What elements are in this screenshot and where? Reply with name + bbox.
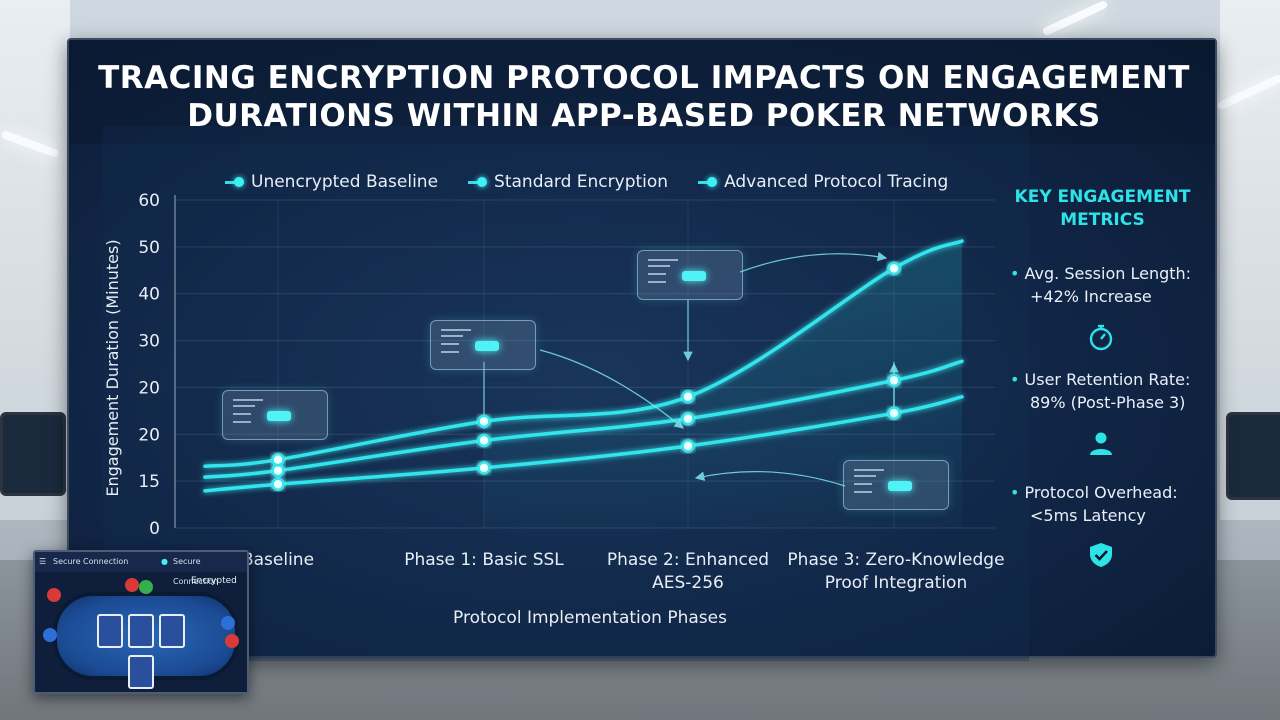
x-tick-label: Baseline — [242, 550, 314, 570]
user-icon — [1090, 432, 1112, 455]
y-tick-label: 40 — [138, 285, 160, 305]
metric-label: User Retention Rate: — [1024, 370, 1191, 389]
legend: Unencrypted Baseline Standard Encryption… — [225, 170, 948, 194]
annotation-arrow — [739, 251, 888, 273]
x-axis-label: Protocol Implementation Phases — [453, 608, 727, 628]
metric-value: +42% Increase — [1030, 287, 1152, 306]
key-metrics-title: KEY ENGAGEMENT METRICS — [1014, 187, 1191, 230]
app-status-bar: ☰ Secure Connection ● Secure Connection — [35, 552, 247, 586]
background-monitor — [1226, 412, 1280, 500]
y-tick-label: 20 — [138, 425, 160, 445]
background-monitor — [0, 412, 66, 496]
y-tick-label: 50 — [138, 238, 160, 258]
playing-card — [128, 655, 154, 689]
playing-card — [128, 614, 154, 648]
protocol-card — [222, 390, 328, 440]
key-metrics-panel: KEY ENGAGEMENT METRICS • Avg. Session Le… — [1000, 176, 1205, 596]
encrypted-status: Encrypted — [191, 576, 237, 586]
connection-label-left: Secure Connection — [53, 557, 129, 566]
poker-chip-icon — [225, 634, 239, 648]
chip-icon — [888, 481, 912, 491]
data-point — [271, 452, 285, 467]
menu-icon: ☰ — [39, 557, 47, 566]
y-tick-label: 0 — [149, 519, 160, 539]
playing-card — [97, 614, 123, 648]
chip-icon — [682, 271, 706, 281]
chart-title-line-1: TRACING ENCRYPTION PROTOCOL IMPACTS ON E… — [98, 60, 1190, 96]
y-tick-label: 20 — [138, 378, 160, 398]
data-point — [887, 373, 901, 388]
playing-card — [159, 614, 185, 648]
data-points — [271, 261, 901, 492]
title-band — [69, 40, 1215, 144]
protocol-card — [843, 460, 949, 510]
legend-item-unencrypted: Unencrypted Baseline — [225, 170, 438, 194]
x-tick-label: AES-256 — [652, 573, 724, 593]
metric-label: Avg. Session Length: — [1024, 264, 1192, 283]
x-tick-label: Phase 2: Enhanced — [607, 550, 769, 570]
metric-session-length: • Avg. Session Length: +42% Increase — [1010, 262, 1205, 308]
x-tick-label: Phase 1: Basic SSL — [404, 550, 564, 570]
bullet-icon: • — [1010, 264, 1025, 283]
poker-chip-icon — [139, 580, 153, 594]
chip-icon — [267, 411, 291, 421]
legend-label: Advanced Protocol Tracing — [724, 172, 949, 192]
legend-line-icon — [225, 177, 245, 187]
metric-value: <5ms Latency — [1030, 506, 1146, 525]
data-point — [681, 390, 695, 404]
legend-item-standard: Standard Encryption — [468, 170, 668, 194]
data-point — [681, 411, 695, 426]
shield-check-icon — [1090, 543, 1112, 567]
legend-label: Unencrypted Baseline — [251, 172, 439, 192]
bullet-icon: • — [1010, 483, 1025, 502]
data-point — [887, 406, 901, 420]
y-tick-label: 60 — [138, 191, 160, 211]
y-tick-label: 15 — [138, 472, 160, 492]
annotation-arrow — [539, 349, 684, 429]
poker-app-preview: ☰ Secure Connection ● Secure Connection … — [33, 550, 249, 694]
protocol-card — [430, 320, 536, 370]
poker-chip-icon — [43, 628, 57, 642]
chip-icon — [475, 341, 499, 351]
data-point — [681, 439, 695, 453]
data-point — [271, 463, 285, 478]
stopwatch-icon — [1089, 324, 1113, 351]
y-axis-label: Engagement Duration (Minutes) — [103, 239, 122, 496]
metric-overhead: • Protocol Overhead: <5ms Latency — [1010, 481, 1205, 527]
bullet-icon: • — [1010, 370, 1025, 389]
annotation-arrow — [694, 471, 846, 487]
data-point — [477, 414, 491, 429]
y-tick-label: 30 — [138, 332, 160, 352]
legend-line-icon — [698, 177, 718, 187]
data-point — [271, 477, 285, 492]
poker-chip-icon — [47, 588, 61, 602]
data-point — [477, 433, 491, 448]
data-point — [887, 261, 901, 276]
legend-line-icon — [468, 177, 488, 187]
protocol-card — [637, 250, 743, 300]
connection-status-icon: ● — [161, 557, 168, 566]
legend-label: Standard Encryption — [494, 172, 669, 192]
poker-chip-icon — [125, 578, 139, 592]
presentation-board: TRACING ENCRYPTION PROTOCOL IMPACTS ON E… — [67, 38, 1217, 658]
x-tick-label: Phase 3: Zero-Knowledge — [787, 550, 1004, 570]
connection-label-right: Secure Connection — [173, 557, 219, 586]
chart-title-line-2: DURATIONS WITHIN APP-BASED POKER NETWORK… — [187, 98, 1101, 134]
metric-retention: • User Retention Rate: 89% (Post-Phase 3… — [1010, 368, 1205, 414]
data-point — [477, 461, 491, 475]
poker-chip-icon — [221, 616, 235, 630]
legend-item-advanced: Advanced Protocol Tracing — [698, 170, 948, 194]
metric-label: Protocol Overhead: — [1024, 483, 1178, 502]
metric-value: 89% (Post-Phase 3) — [1030, 393, 1186, 412]
x-tick-label: Proof Integration — [825, 573, 967, 593]
